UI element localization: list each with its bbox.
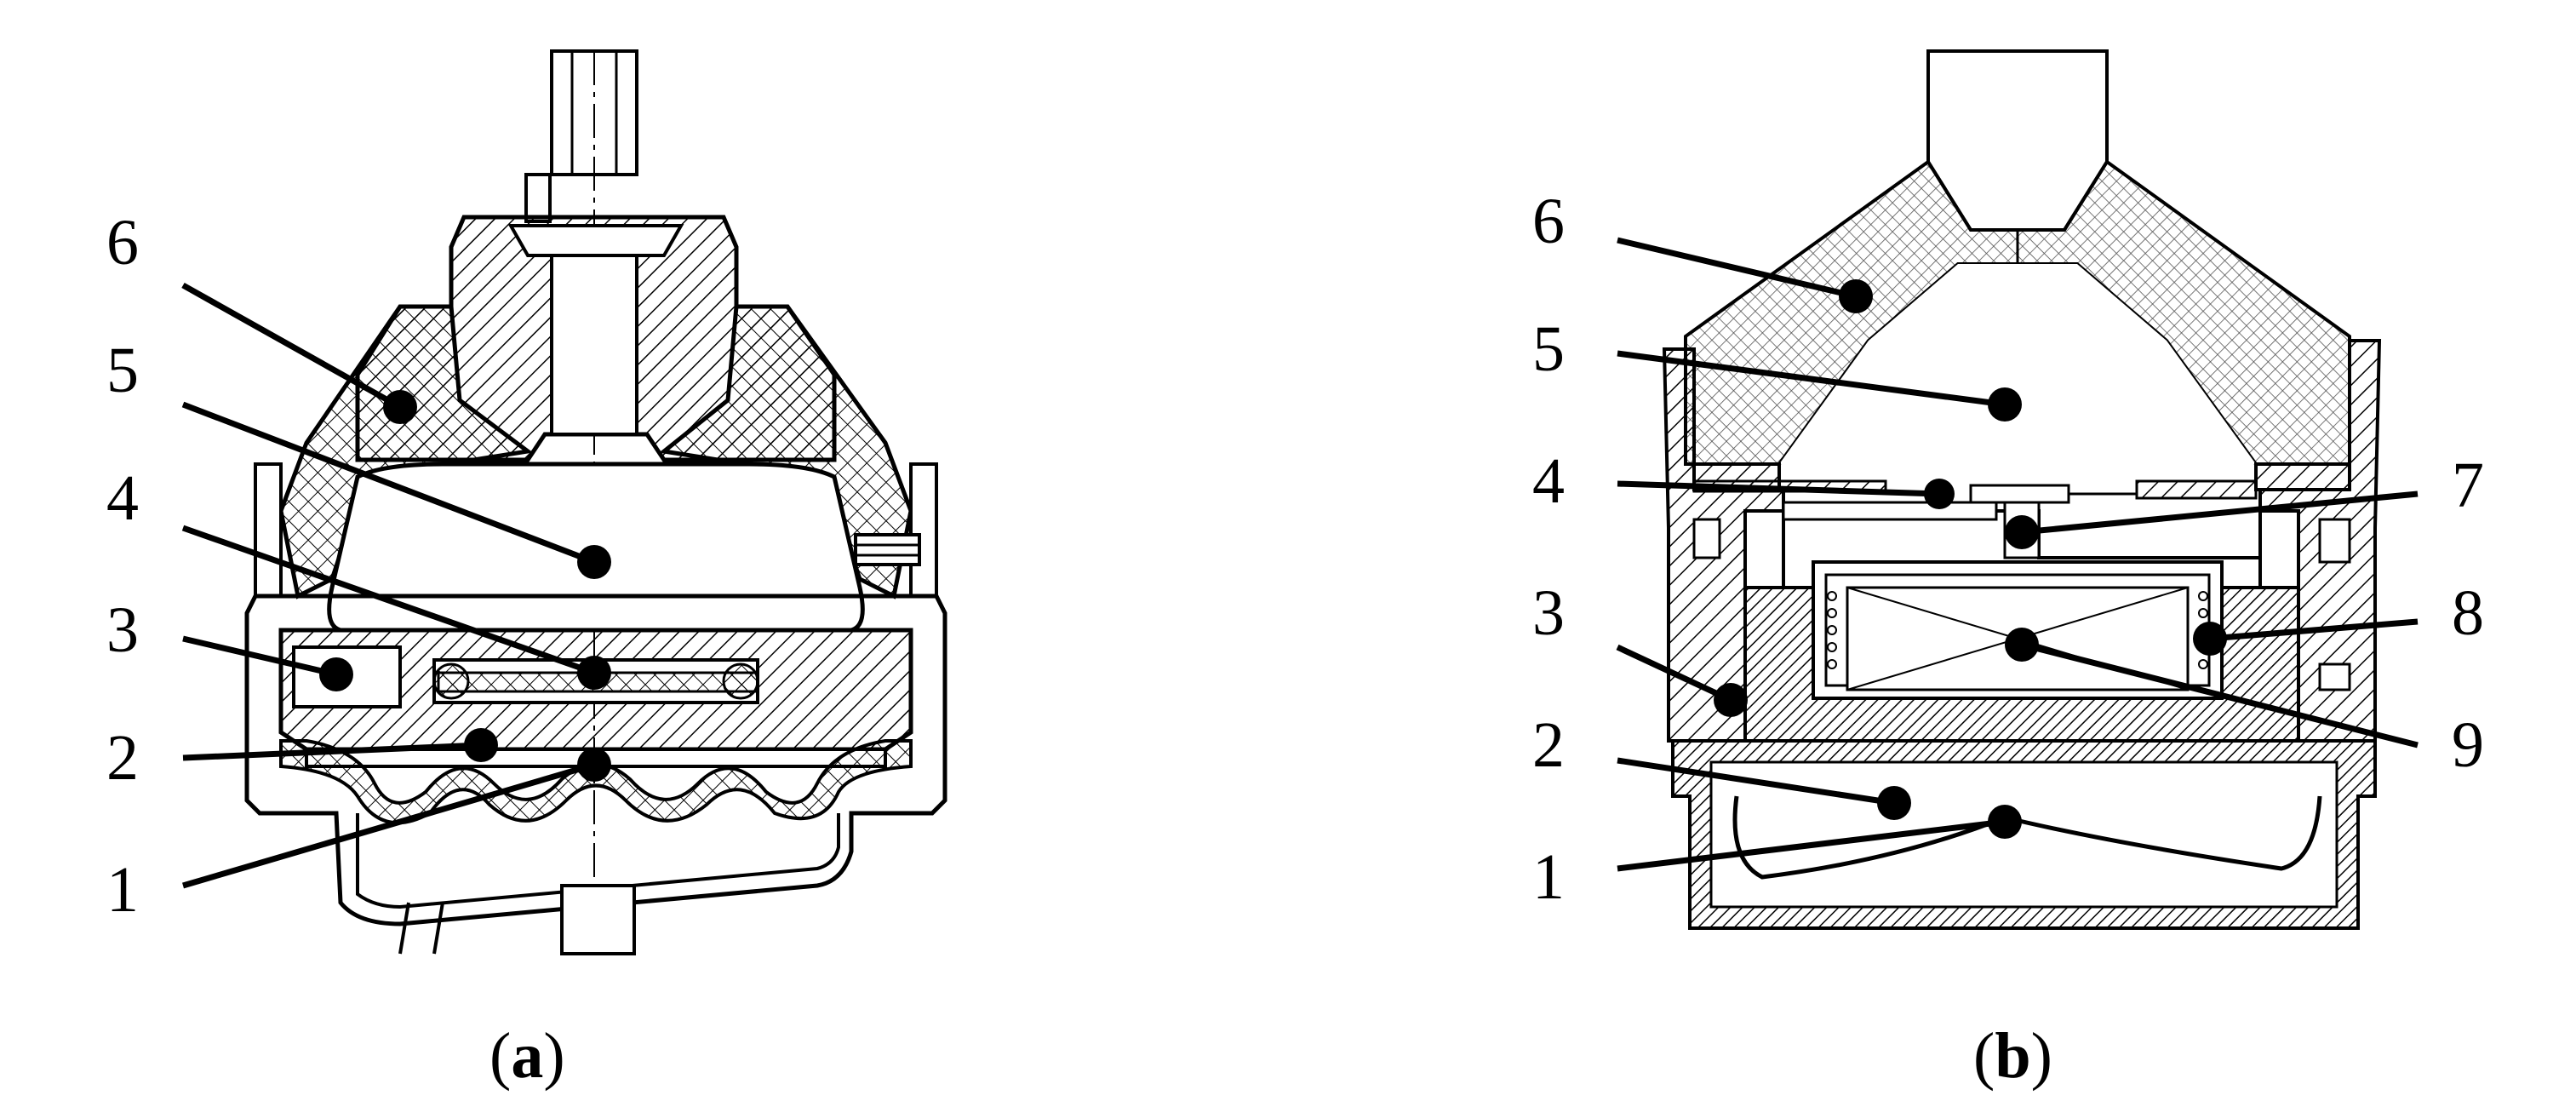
- panel-a-label-3: 3: [106, 594, 139, 666]
- panel-a-bellows: [279, 739, 913, 825]
- panel-b-caption: (b): [1973, 1020, 2052, 1092]
- panel-b-markers: [1714, 279, 2227, 839]
- panel-b-label-8: 8: [2452, 577, 2484, 649]
- panel-b-leaders: [1616, 237, 2419, 872]
- panel-a-markers: [319, 390, 611, 782]
- panel-b-label-3: 3: [1532, 577, 1565, 649]
- panel-a-label-4: 4: [106, 462, 139, 534]
- panel-b-label-2: 2: [1532, 709, 1565, 781]
- panel-a-leaders: [181, 282, 596, 889]
- panel-b-label-6: 6: [1532, 186, 1565, 257]
- panel-a-label-2: 2: [106, 722, 139, 794]
- panel-b-label-9: 9: [2452, 709, 2484, 781]
- panel-b-upper-chamber: [1779, 264, 2256, 464]
- panel-a-label-5: 5: [106, 335, 139, 406]
- panel-a-caption: (a): [489, 1020, 565, 1092]
- panel-a-label-6: 6: [106, 207, 139, 278]
- panel-b-label-7: 7: [2452, 450, 2484, 521]
- panel-b-drawing: 6 5 4 3 2 1 7 8 9 (b): [1532, 49, 2484, 1092]
- panel-a-side-port: [854, 533, 921, 566]
- panel-b-label-5: 5: [1532, 313, 1565, 385]
- panel-a-drawing: 6 5 4 3 2 1 (a): [106, 49, 947, 1092]
- panel-a-label-1: 1: [106, 854, 139, 926]
- panel-a-lower-stem: [398, 884, 636, 955]
- panel-b-label-1: 1: [1532, 841, 1565, 913]
- panel-a-shaft: [524, 49, 638, 223]
- panel-b-housing-left: [1662, 347, 1785, 743]
- panel-b-label-4: 4: [1532, 445, 1565, 517]
